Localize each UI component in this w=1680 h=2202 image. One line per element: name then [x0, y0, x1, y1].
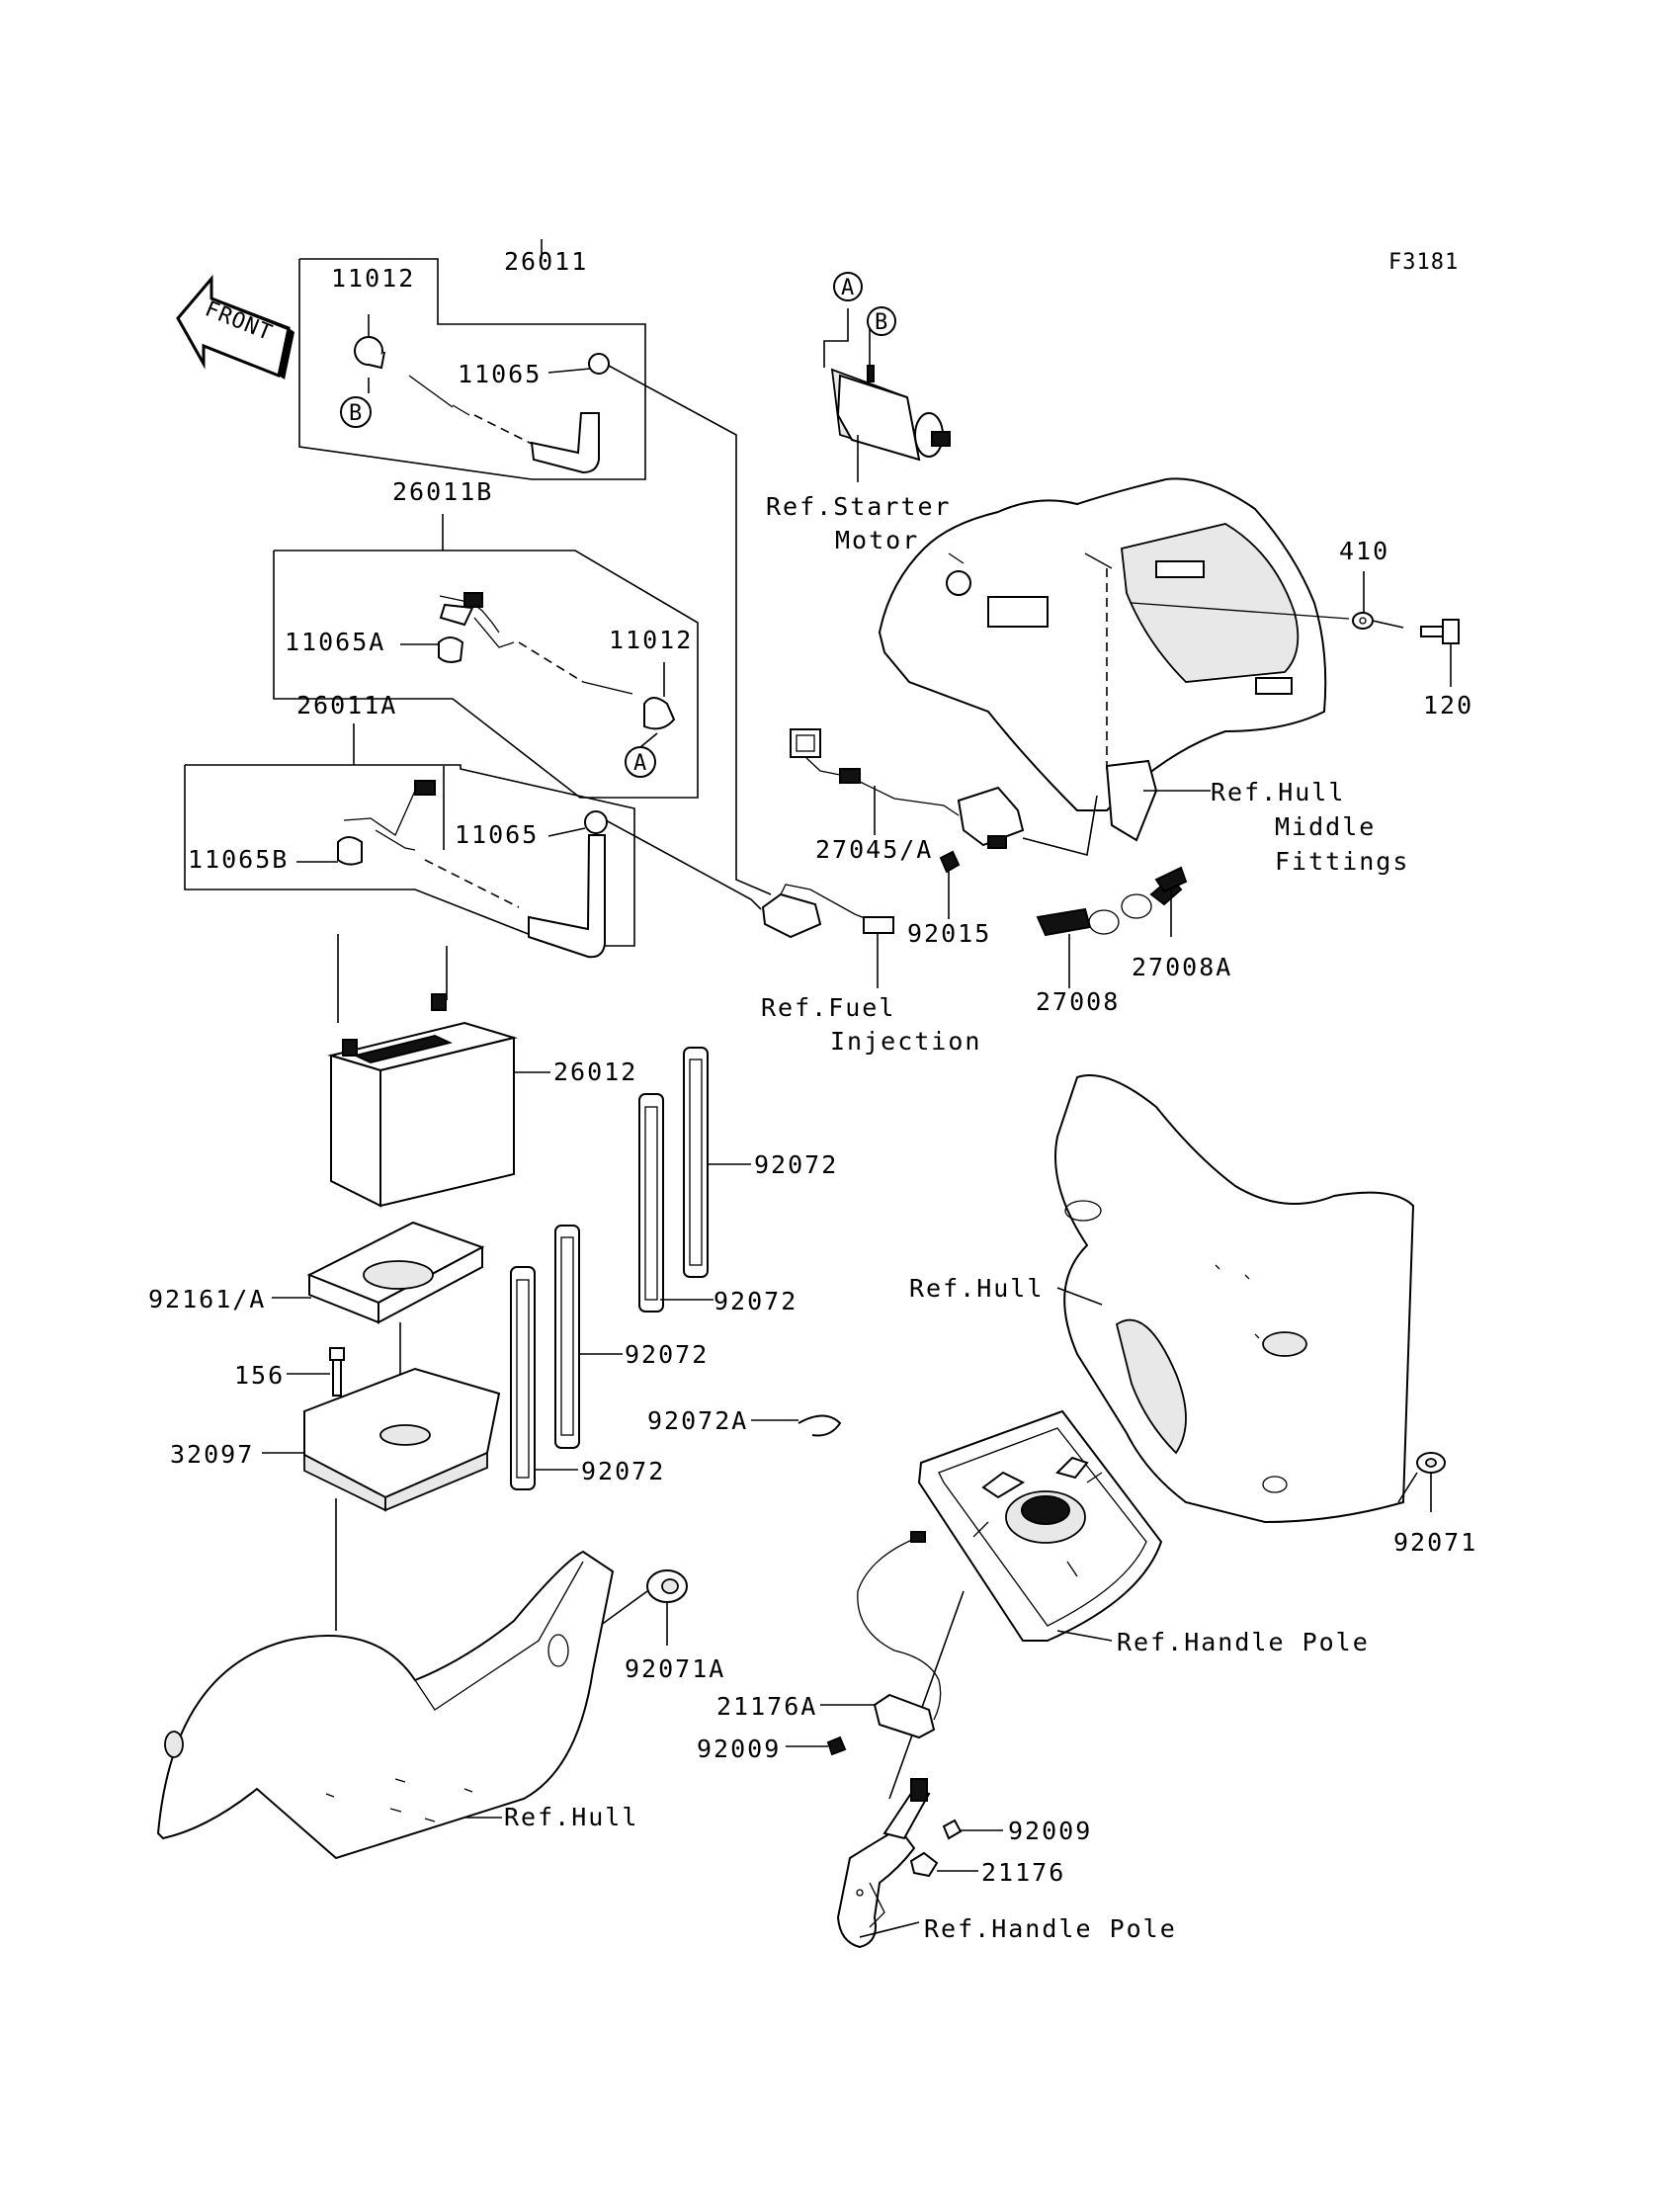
callout-a-top: A: [841, 276, 855, 300]
label-92072-d: 92072: [581, 1457, 665, 1485]
callout-b-left: B: [349, 401, 363, 426]
label-27008: 27008: [1036, 987, 1120, 1016]
hull-bottom-left: [156, 1550, 615, 1860]
label-11012-mid: 11012: [609, 626, 693, 654]
screw-92009-left: [786, 1736, 847, 1756]
washer-410: [1352, 571, 1404, 630]
sensor-21176a: [820, 1531, 942, 1739]
label-92072a: 92072A: [647, 1406, 748, 1435]
ref-hull-right: Ref.Hull: [909, 1274, 1044, 1303]
battery-box-32097: [262, 1367, 501, 1799]
label-21176a: 21176A: [716, 1692, 817, 1721]
label-26011b: 26011B: [392, 477, 493, 506]
label-92072-c: 92072: [625, 1340, 709, 1369]
battery-pad-92161a: [272, 1221, 485, 1389]
label-11065-top: 11065: [458, 360, 542, 388]
hull-middle-fittings: [878, 477, 1350, 842]
cable-26011-group: [298, 239, 772, 895]
ref-fuel-line2: Injection: [830, 1027, 981, 1056]
starter-motor: [823, 272, 951, 482]
label-11012-top: 11012: [331, 264, 415, 293]
grommet-92071a: [592, 1569, 688, 1646]
label-92071: 92071: [1393, 1528, 1477, 1557]
handle-pole-plate: [888, 1409, 1163, 1800]
callout-a-left: A: [633, 751, 647, 776]
label-26011: 26011: [504, 247, 588, 276]
ref-starter-line1: Ref.Starter: [766, 492, 952, 521]
label-32097: 32097: [170, 1440, 254, 1469]
ref-hull-middle-line3: Fittings: [1275, 847, 1409, 876]
label-92161a: 92161/A: [148, 1285, 266, 1313]
ref-hull-middle-line1: Ref.Hull: [1211, 778, 1345, 806]
label-21176: 21176: [981, 1858, 1065, 1887]
cable-26011a-group: [184, 723, 762, 959]
ref-starter-line2: Motor: [835, 526, 919, 554]
ref-handle-pole-2: Ref.Handle Pole: [924, 1914, 1177, 1943]
straps-92072: [510, 1047, 751, 1490]
label-92072-a: 92072: [754, 1150, 838, 1179]
label-27008a: 27008A: [1132, 953, 1232, 981]
cable-26011b-group: [273, 514, 699, 799]
ref-handle-pole-1: Ref.Handle Pole: [1117, 1628, 1370, 1656]
label-92009-b: 92009: [1008, 1817, 1092, 1845]
label-156: 156: [234, 1361, 285, 1390]
label-26012: 26012: [553, 1058, 637, 1086]
hull-right: [1054, 1074, 1415, 1524]
grommet-92071: [1397, 1452, 1446, 1512]
label-410: 410: [1339, 537, 1389, 565]
clip-92072a: [751, 1414, 842, 1437]
ref-hull-bottom: Ref.Hull: [504, 1803, 638, 1831]
bolt-120: [1420, 619, 1460, 687]
handle-pole-lower: [836, 1778, 931, 1949]
bracket-92015: [939, 850, 961, 919]
front-arrow-icon: FRONT: [176, 274, 294, 380]
label-92071a: 92071A: [625, 1654, 725, 1683]
label-11065a: 11065A: [285, 628, 385, 656]
screw-92009-right: [942, 1819, 1003, 1840]
figure-code: F3181: [1388, 250, 1459, 275]
label-120: 120: [1423, 691, 1473, 720]
label-11065-mid: 11065: [455, 820, 539, 849]
label-26011a: 26011A: [296, 691, 397, 720]
label-27045a: 27045/A: [815, 835, 933, 864]
battery-26012: [327, 934, 550, 1208]
label-11065b: 11065B: [188, 845, 289, 874]
key-27008a: [1121, 866, 1188, 937]
bolt-156: [287, 1347, 345, 1397]
fuel-injection-part: [761, 884, 894, 988]
clip-21176: [909, 1851, 978, 1878]
ref-fuel-line1: Ref.Fuel: [761, 993, 895, 1022]
label-92009-a: 92009: [697, 1735, 781, 1763]
harness-27045a: [790, 728, 1098, 856]
label-92072-b: 92072: [714, 1287, 798, 1315]
label-92015: 92015: [907, 919, 991, 948]
ref-hull-middle-line2: Middle: [1275, 812, 1376, 841]
key-27008: [1036, 907, 1120, 988]
callout-b-top: B: [875, 310, 888, 335]
